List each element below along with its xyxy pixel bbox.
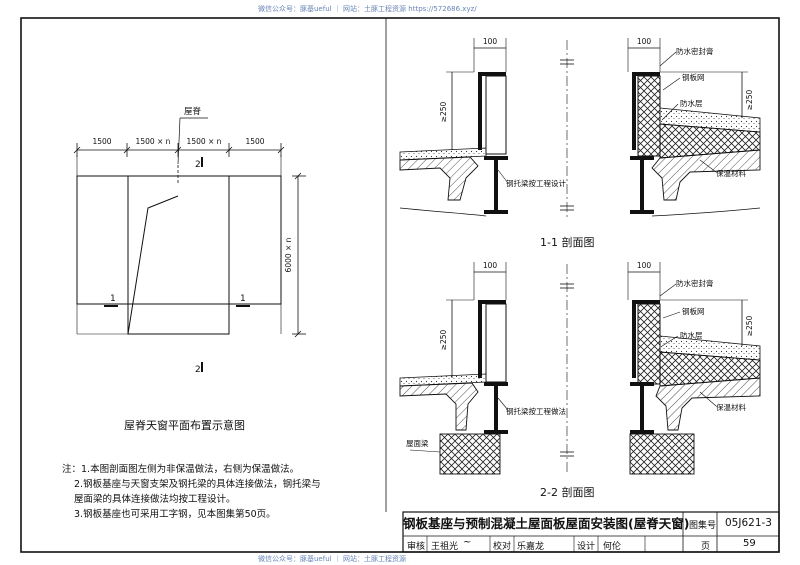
- note-2-cont: 屋面梁的具体连接做法均按工程设计。: [74, 494, 236, 505]
- s2-label-beam: 钢托梁按工程做法: [506, 406, 566, 416]
- plan-dim-1: 1500: [92, 137, 111, 146]
- plan-drawing: 1500 1500 × n 1500 × n 1500 屋脊 6000 × n …: [73, 106, 306, 432]
- s2-height-right: ≥250: [745, 315, 754, 336]
- atlas-number: 05J621-3: [725, 517, 772, 529]
- plan-dim-3: 1500 × n: [187, 137, 222, 146]
- cut-mark-1-left: 1: [110, 294, 116, 304]
- plan-title: 屋脊天窗平面布置示意图: [124, 418, 245, 432]
- cut-mark-1-right: 1: [240, 294, 246, 304]
- s2-dim-left: 100: [483, 261, 498, 270]
- s1-height-left: ≥250: [439, 101, 448, 122]
- title-block-frame: [402, 511, 780, 553]
- plan-dim-2: 1500 × n: [136, 137, 171, 146]
- sheet-border: [20, 17, 780, 553]
- s2-label-waterproof: 防水层: [680, 330, 703, 340]
- note-3: 3.钢板基座也可采用工字钢，见本图集第50页。: [74, 509, 276, 520]
- check-name: 乐嘉龙: [517, 542, 545, 552]
- section-2-drawing: 100 100 ≥250 ≥250: [399, 261, 761, 499]
- s1-label-beam: 钢托梁按工程设计: [506, 178, 566, 188]
- design-label: 设计: [577, 542, 596, 552]
- s2-height-left: ≥250: [439, 329, 448, 350]
- review-signature: ~: [463, 537, 472, 548]
- review-label: 审核: [407, 542, 426, 552]
- s2-label-roof-beam: 屋面梁: [406, 439, 429, 448]
- section-1-title: 1-1 剖面图: [540, 235, 594, 249]
- notes: 注：1.本图剖面图左侧为非保温做法，右侧为保温做法。 2.钢板基座与天窗支架及钢…: [62, 462, 372, 522]
- s2-dim-right: 100: [637, 261, 652, 270]
- s1-label-waterproof: 防水层: [680, 98, 703, 108]
- s1-height-right: ≥250: [745, 89, 754, 110]
- s1-label-sealant: 防水密封膏: [676, 46, 714, 56]
- page-label: 页: [701, 542, 711, 552]
- atlas-label: 图集号: [689, 521, 717, 531]
- s1-label-mesh: 钢板网: [682, 72, 705, 82]
- s2-label-insulation: 保温材料: [716, 402, 746, 412]
- s2-label-mesh: 钢板网: [682, 306, 705, 316]
- drawing-title: 钢板基座与预制混凝土屋面板屋面安装图(屋脊天窗): [403, 516, 690, 531]
- section-2-title: 2-2 剖面图: [540, 485, 594, 499]
- page-number: 59: [743, 538, 756, 549]
- watermark-top: 微信公众号：豚基ueful ｜ 网站：土豚工程资源 https://572686…: [258, 5, 477, 13]
- watermark-bottom: 微信公众号：豚基ueful ｜ 网站：土豚工程资源: [258, 555, 407, 563]
- check-label: 校对: [493, 542, 512, 552]
- section-1-drawing: 100 100 ≥250: [399, 37, 761, 249]
- s1-dim-right: 100: [637, 37, 652, 46]
- plan-dim-4: 1500: [245, 137, 264, 146]
- cut-mark-2-top: 2: [195, 160, 201, 170]
- s1-dim-left: 100: [483, 37, 498, 46]
- note-2: 2.钢板基座与天窗支架及钢托梁的具体连接做法，钢托梁与: [74, 479, 321, 490]
- design-name: 何伦: [603, 542, 622, 552]
- cut-mark-2-bottom: 2: [195, 365, 201, 375]
- ridge-label: 屋脊: [184, 106, 202, 117]
- s2-label-sealant: 防水密封膏: [676, 278, 714, 288]
- plan-dim-right: 6000 × n: [284, 237, 293, 272]
- title-block: 钢板基座与预制混凝土屋面板屋面安装图(屋脊天窗) 图集号 05J621-3 审核…: [403, 512, 779, 552]
- note-1: 注：1.本图剖面图左侧为非保温做法，右侧为保温做法。: [62, 464, 300, 475]
- s1-label-insulation: 保温材料: [716, 168, 746, 178]
- review-name: 王祖光: [431, 542, 459, 552]
